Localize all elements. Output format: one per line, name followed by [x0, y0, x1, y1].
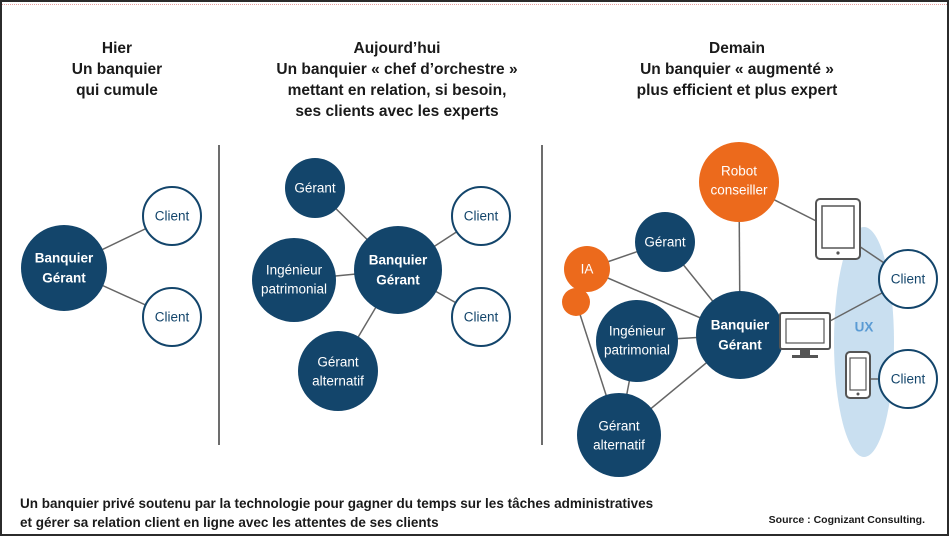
heading-demain-subtitle-2: plus efficient et plus expert — [636, 82, 838, 99]
node-dem-gerant-label: Gérant — [644, 235, 686, 250]
network-diagram: Banquier Gérant Client Client Gérant Ing… — [21, 142, 938, 477]
node-auj-gerant: Gérant — [285, 158, 345, 218]
heading-hier: Hier Un banquier qui cumule — [22, 38, 212, 101]
node-dem-gerant: Gérant — [635, 212, 695, 272]
monitor-icon — [779, 312, 831, 358]
node-hier-client-2: Client — [142, 287, 202, 347]
smartphone-icon — [845, 351, 871, 399]
heading-hier-title: Hier — [101, 40, 133, 57]
node-dem-client-2-label: Client — [891, 372, 926, 387]
node-dem-banquier-line-2: Gérant — [718, 338, 762, 353]
heading-aujourdhui-subtitle-1: Un banquier « chef d’orchestre » — [276, 61, 518, 78]
node-auj-gerant-label: Gérant — [294, 181, 336, 196]
node-hier-banquier-line-1: Banquier — [35, 251, 94, 266]
caption: Un banquier privé soutenu par la technol… — [20, 494, 653, 532]
node-hier-client-1: Client — [142, 186, 202, 246]
node-auj-alternatif: Gérant alternatif — [298, 331, 378, 411]
divider-left — [218, 145, 220, 445]
node-dem-alternatif-line-1: Gérant — [598, 419, 640, 434]
node-auj-alternatif-line-1: Gérant — [317, 355, 359, 370]
node-hier-banquier-line-2: Gérant — [42, 271, 86, 286]
node-dem-banquier: Banquier Gérant — [696, 291, 784, 379]
node-auj-client-2: Client — [451, 287, 511, 347]
node-dem-client-1: Client — [878, 249, 938, 309]
divider-right — [541, 145, 543, 445]
node-dem-ingenieur: Ingénieur patrimonial — [596, 300, 678, 382]
node-hier-client-1-label: Client — [155, 209, 190, 224]
ux-label: UX — [855, 320, 874, 335]
heading-hier-subtitle-1: Un banquier — [71, 61, 163, 78]
node-auj-alternatif-line-2: alternatif — [312, 374, 364, 389]
node-dem-small-dot — [562, 288, 590, 316]
node-hier-banquier: Banquier Gérant — [21, 225, 107, 311]
node-auj-client-1-label: Client — [464, 209, 499, 224]
node-dem-robot-line-1: Robot — [721, 164, 757, 179]
caption-line-1: Un banquier privé soutenu par la technol… — [20, 496, 654, 511]
heading-aujourdhui-subtitle-2: mettant en relation, si besoin, — [287, 82, 507, 99]
node-auj-client-1: Client — [451, 186, 511, 246]
node-dem-ia-label: IA — [581, 262, 594, 277]
node-dem-robot: Robot conseiller — [699, 142, 779, 222]
node-auj-ingenieur-line-1: Ingénieur — [266, 263, 323, 278]
heading-hier-subtitle-2: qui cumule — [76, 82, 158, 99]
node-dem-client-1-label: Client — [891, 272, 926, 287]
node-auj-banquier-line-2: Gérant — [376, 273, 420, 288]
node-dem-banquier-line-1: Banquier — [711, 318, 770, 333]
top-dotted-rule — [2, 4, 947, 5]
node-hier-client-2-label: Client — [155, 310, 190, 325]
node-dem-robot-line-2: conseiller — [710, 183, 768, 198]
tablet-icon — [815, 198, 861, 260]
node-auj-client-2-label: Client — [464, 310, 499, 325]
node-auj-ingenieur-line-2: patrimonial — [261, 282, 327, 297]
node-dem-alternatif: Gérant alternatif — [577, 393, 661, 477]
heading-demain-title: Demain — [709, 40, 765, 57]
node-auj-banquier-line-1: Banquier — [369, 253, 428, 268]
heading-demain-subtitle-1: Un banquier « augmenté » — [640, 61, 834, 78]
node-dem-client-2: Client — [878, 349, 938, 409]
caption-line-2: et gérer sa relation client en ligne ave… — [20, 515, 439, 530]
heading-demain: Demain Un banquier « augmenté » plus eff… — [592, 38, 882, 101]
node-auj-ingenieur: Ingénieur patrimonial — [252, 238, 336, 322]
node-dem-ingenieur-line-2: patrimonial — [604, 343, 670, 358]
heading-aujourdhui-title: Aujourd’hui — [353, 40, 441, 57]
source-note: Source : Cognizant Consulting. — [768, 514, 925, 526]
heading-aujourdhui: Aujourd’hui Un banquier « chef d’orchest… — [237, 38, 557, 122]
node-auj-banquier: Banquier Gérant — [354, 226, 442, 314]
node-dem-alternatif-line-2: alternatif — [593, 438, 645, 453]
node-dem-ingenieur-line-1: Ingénieur — [609, 324, 666, 339]
heading-aujourdhui-subtitle-3: ses clients avec les experts — [295, 103, 499, 120]
node-dem-ia: IA — [564, 246, 610, 292]
